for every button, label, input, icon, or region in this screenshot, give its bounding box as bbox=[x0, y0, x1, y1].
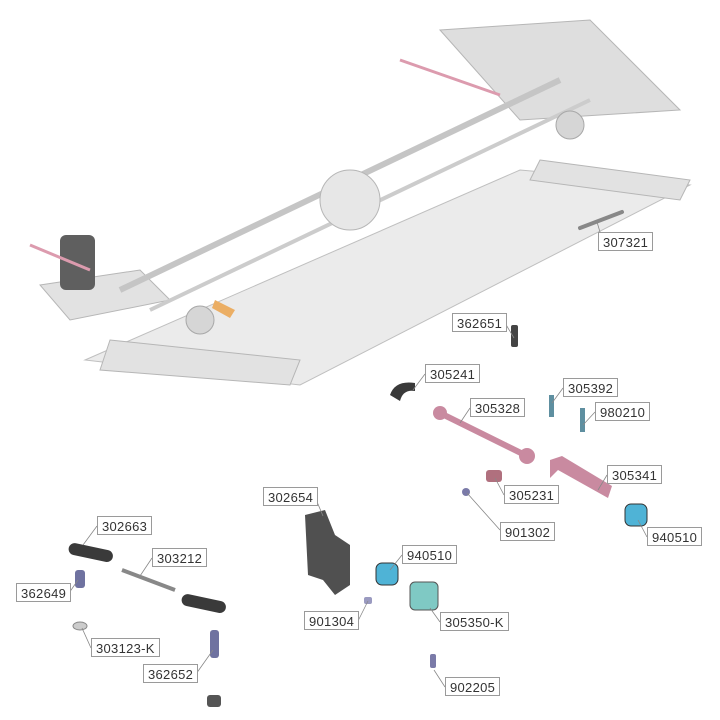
leader-lines bbox=[68, 221, 648, 688]
part-362649-ball-stud bbox=[75, 570, 85, 588]
chassis-assembly bbox=[29, 19, 692, 386]
part-305350K-hex bbox=[409, 581, 439, 611]
part-305231-coupler bbox=[486, 470, 502, 482]
part-305341-axle bbox=[550, 456, 612, 498]
front-lower-arm bbox=[99, 339, 301, 386]
part-305392-pin bbox=[549, 395, 554, 417]
part-label-307321: 307321 bbox=[598, 232, 654, 251]
part-label-303212: 303212 bbox=[152, 548, 208, 567]
part-940510-bearing-left bbox=[375, 562, 399, 586]
part-902205-screw bbox=[430, 654, 436, 668]
part-label-302654: 302654 bbox=[263, 487, 319, 506]
part-901304-setscrew bbox=[364, 597, 372, 604]
part-label-940510-left: 940510 bbox=[402, 545, 458, 564]
front-bulkhead bbox=[60, 235, 95, 290]
part-305241-boot bbox=[390, 382, 415, 401]
part-label-305241: 305241 bbox=[425, 364, 481, 383]
part-label-940510-right: 940510 bbox=[647, 527, 703, 546]
part-302654-hub-carrier bbox=[305, 510, 350, 595]
part-label-305328: 305328 bbox=[470, 398, 526, 417]
part-302663-rod-end-2 bbox=[181, 594, 226, 613]
part-362651-screw bbox=[511, 325, 518, 347]
part-label-305350-k: 305350-K bbox=[440, 612, 509, 631]
part-302663-rod-end bbox=[68, 543, 113, 562]
part-303123K-washer bbox=[72, 621, 88, 631]
part-label-980210: 980210 bbox=[595, 402, 651, 421]
part-980210-pin bbox=[580, 408, 585, 432]
part-label-305231: 305231 bbox=[504, 485, 560, 504]
part-label-362651: 362651 bbox=[452, 313, 508, 332]
part-362652-ball-stud bbox=[210, 630, 219, 658]
part-307321-pin bbox=[578, 210, 624, 230]
rear-arm bbox=[529, 159, 691, 201]
part-label-305392: 305392 bbox=[563, 378, 619, 397]
part-nut bbox=[207, 695, 221, 707]
part-305328-driveshaft bbox=[437, 410, 528, 458]
part-label-362649: 362649 bbox=[16, 583, 72, 602]
part-label-901304: 901304 bbox=[304, 611, 360, 630]
part-label-302663: 302663 bbox=[97, 516, 153, 535]
part-label-362652: 362652 bbox=[143, 664, 199, 683]
part-label-305341: 305341 bbox=[607, 465, 663, 484]
spur-gear bbox=[319, 169, 381, 231]
part-label-902205: 902205 bbox=[445, 677, 501, 696]
part-label-901302: 901302 bbox=[500, 522, 556, 541]
part-label-303123-k: 303123-K bbox=[91, 638, 160, 657]
part-303212-turnbuckle bbox=[121, 568, 176, 592]
rear-top-plate bbox=[438, 19, 682, 121]
part-940510-bearing-right bbox=[624, 503, 648, 527]
